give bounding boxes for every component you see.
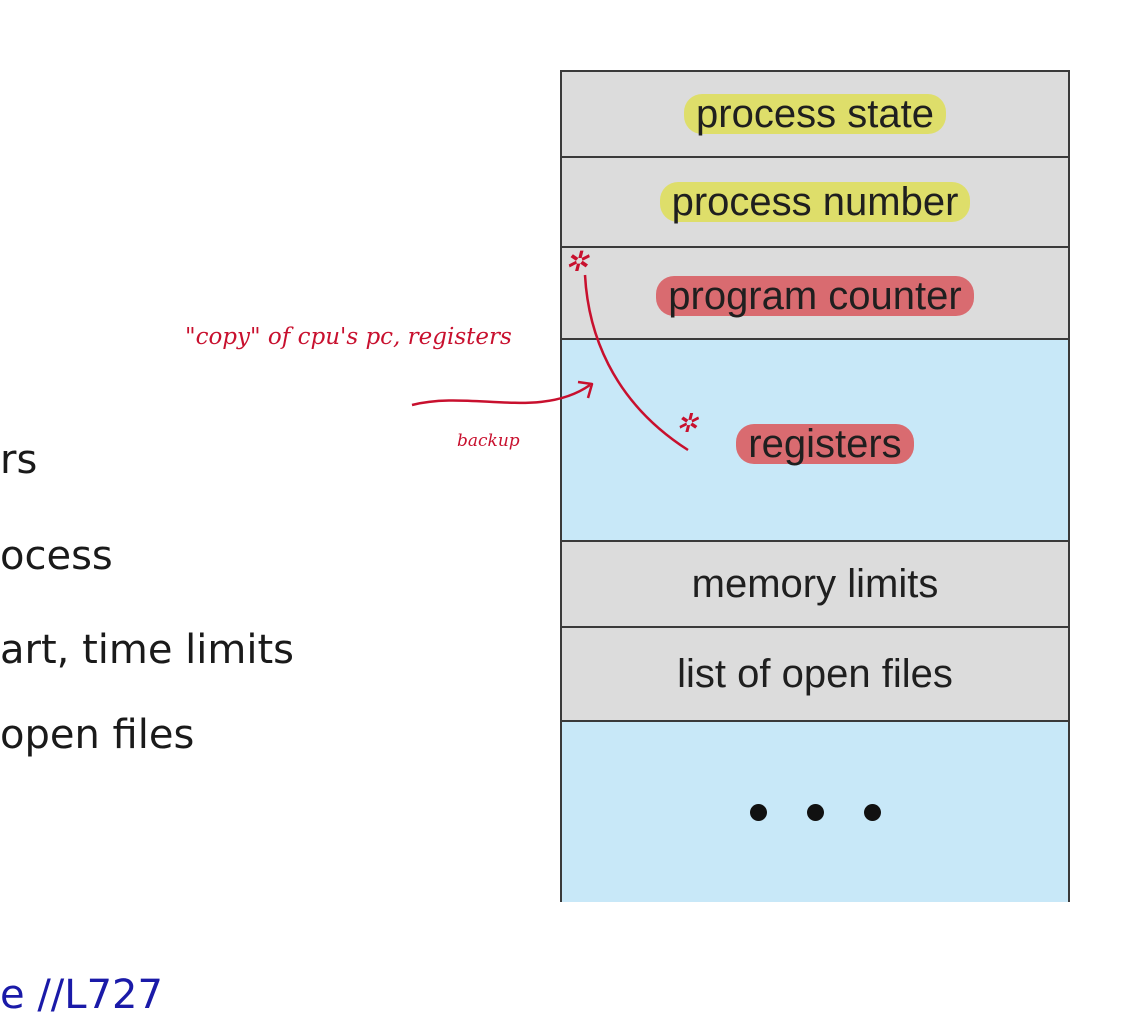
footer-reference-link[interactable]: e //L727 (0, 972, 163, 1018)
slide-bullet-text: rs ocess art, time limits open files e /… (0, 0, 540, 1018)
program-counter-label: program counter (656, 276, 974, 316)
memory-limits-label: memory limits (691, 561, 939, 606)
bullet-line-process: ocess (0, 533, 113, 579)
pcb-row-more (562, 722, 1068, 902)
pcb-row-open-files: list of open files (562, 628, 1068, 722)
process-number-label: process number (659, 182, 971, 222)
open-files-label: list of open files (677, 651, 953, 696)
pcb-row-program-counter: program counter (562, 248, 1068, 340)
ellipsis-dot (806, 803, 824, 821)
process-control-block: process state process number program cou… (560, 70, 1070, 902)
bullet-line-registers: rs (0, 437, 38, 483)
ellipsis-dots (749, 803, 881, 821)
bullet-line-time-limits: art, time limits (0, 627, 294, 673)
bullet-line-open-files: open files (0, 712, 195, 758)
ellipsis-dot (863, 803, 881, 821)
pcb-row-process-number: process number (562, 158, 1068, 248)
pcb-row-registers: registers (562, 340, 1068, 542)
pcb-row-process-state: process state (562, 72, 1068, 158)
ellipsis-dot (749, 803, 767, 821)
registers-label: registers (736, 424, 914, 464)
process-state-label: process state (684, 94, 946, 134)
pcb-row-memory-limits: memory limits (562, 542, 1068, 628)
